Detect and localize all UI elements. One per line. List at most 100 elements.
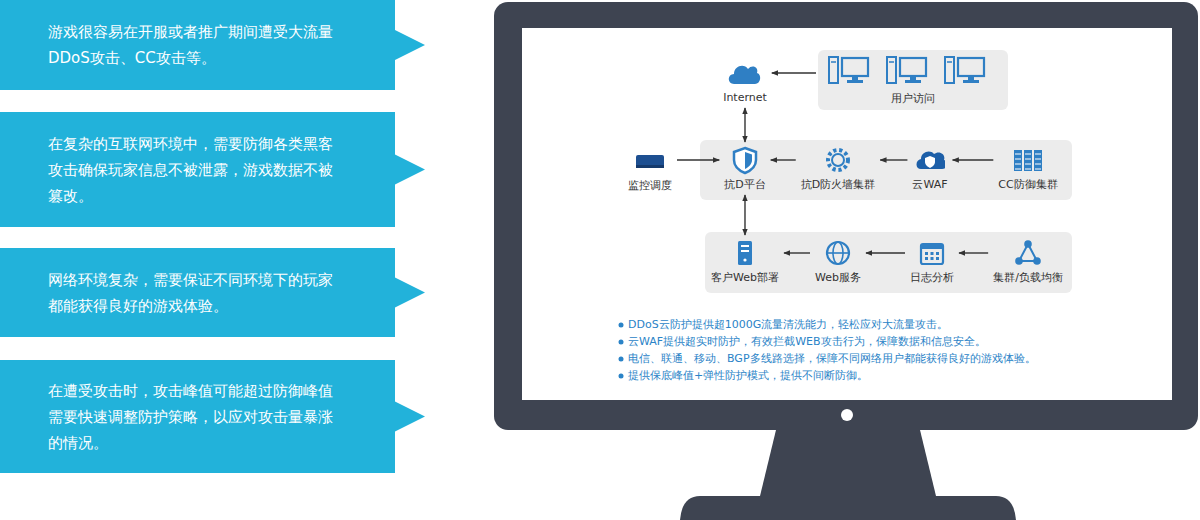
globe-icon (827, 252, 849, 254)
flow-arrow (744, 195, 745, 235)
monitor-neck (760, 430, 936, 496)
computer-icon (900, 58, 926, 76)
computer-icon (831, 61, 836, 63)
service-item: Internet (720, 58, 770, 105)
bullet-note: 电信、联通、移动、BGP多线路选择，保障不同网络用户都能获得良好的游戏体验。 (628, 352, 1036, 366)
computer-icon (905, 80, 921, 83)
calendar-icon (925, 252, 928, 255)
monitor-screen (522, 28, 1172, 400)
computer-icon (910, 76, 916, 80)
service-item: 客户Web部署 (708, 238, 782, 285)
server-rack-icon (1025, 159, 1031, 160)
computer-icon (947, 61, 952, 63)
server-rack-icon (1025, 164, 1031, 165)
server-rack-icon (1035, 154, 1041, 155)
service-item: 抗D防火墙集群 (798, 145, 878, 192)
monitor-frame (494, 2, 1198, 430)
service-item: 云WAF (909, 145, 950, 192)
bullet-dot (619, 374, 624, 379)
computer-icon (829, 57, 868, 83)
server-rack-icon (1034, 150, 1042, 171)
callout-text: 网络环境复杂，需要保证不同环境下的玩家都能获得良好的游戏体验。 (48, 267, 345, 319)
globe-icon (827, 242, 849, 264)
server-rack-icon (1024, 150, 1032, 171)
callout-text: 游戏很容易在开服或者推广期间遭受大流量DDoS攻击、CC攻击等。 (48, 19, 345, 71)
node-icon (823, 145, 853, 175)
callout-text: 在复杂的互联网环境中，需要防御各类黑客攻击确保玩家信息不被泄露，游戏数据不被篡改… (48, 131, 345, 209)
server-rack-icon (1025, 169, 1031, 170)
item-label: 监控调度 (628, 179, 672, 193)
cluster-icon (1033, 257, 1041, 265)
monitor-base (680, 496, 1016, 520)
calendar-icon (936, 252, 939, 255)
calendar-icon (925, 257, 928, 260)
bullet-dot (619, 357, 624, 362)
computer-icon (887, 57, 896, 83)
power-dot (841, 409, 853, 421)
computer-icon (842, 58, 868, 76)
server-rack-icon (1035, 164, 1041, 165)
service-item: 抗D平台 (721, 145, 768, 192)
node-icon (635, 146, 665, 176)
cluster-icon (1024, 240, 1032, 248)
waf-icon (916, 152, 945, 169)
computer-icon (847, 80, 863, 83)
server-rack-icon (1025, 154, 1031, 155)
callout-shape (0, 0, 425, 90)
server-rack-icon (1014, 150, 1022, 171)
band-label: 用户访问 (818, 92, 1008, 106)
flow-arrow (744, 108, 745, 142)
server-rack-icon (1015, 169, 1021, 170)
server-rack-icon (1015, 154, 1021, 155)
callout-box: 在遭受攻击时，攻击峰值可能超过防御峰值需要快速调整防护策略，以应对攻击量暴涨的情… (0, 360, 425, 473)
server-rack-icon (1015, 164, 1021, 165)
gear-icon (832, 154, 844, 166)
server-icon (741, 245, 749, 247)
node-icon (917, 238, 947, 268)
callout-box: 游戏很容易在开服或者推广期间遭受大流量DDoS攻击、CC攻击等。 (0, 0, 425, 90)
node-icon (730, 238, 760, 268)
flow-arrow (677, 159, 719, 160)
calendar-icon (921, 244, 943, 249)
item-label: 日志分析 (910, 271, 954, 285)
item-label: Web服务 (815, 271, 861, 285)
flow-arrow (771, 159, 796, 160)
shield-icon (745, 152, 752, 169)
callout-shape (0, 248, 425, 337)
item-label: 集群/负载均衡 (993, 271, 1063, 285)
service-item: Web服务 (812, 238, 864, 285)
device-icon (636, 165, 664, 168)
bullet-note: 云WAF提供超实时防护，有效拦截WEB攻击行为，保障数据和信息安全。 (628, 335, 986, 349)
bullet-note: DDoS云防护提供超1000G流量清洗能力，轻松应对大流量攻击。 (628, 318, 948, 332)
calendar-icon (936, 257, 939, 260)
cluster-icon (1015, 257, 1023, 265)
node-icon (1013, 145, 1043, 175)
flow-arrow (784, 252, 810, 253)
server-rack-icon (1035, 169, 1041, 170)
computer-icon (945, 57, 984, 83)
bullet-dot (619, 340, 624, 345)
flow-arrow (880, 159, 907, 160)
node-icon (1013, 238, 1043, 268)
computer-icon (968, 76, 974, 80)
callout-shape (0, 0, 425, 90)
node-icon (823, 238, 853, 268)
gear-icon (828, 150, 848, 170)
item-label: Internet (723, 91, 767, 105)
waf-icon (925, 156, 935, 168)
computer-icon (852, 76, 858, 80)
calendar-icon (931, 257, 934, 260)
computer-icon (889, 61, 894, 63)
computer-icon (958, 58, 984, 76)
bullet-dot (619, 323, 624, 328)
callout-shape (0, 360, 425, 473)
server-rack-icon (1035, 159, 1041, 160)
item-label: 抗D平台 (724, 178, 765, 192)
server-rack-icon (1015, 159, 1021, 160)
flow-arrow (866, 252, 905, 253)
callout-box: 在复杂的互联网环境中，需要防御各类黑客攻击确保玩家信息不被泄露，游戏数据不被篡改… (0, 112, 425, 227)
service-item: CC防御集群 (995, 145, 1060, 192)
node-icon (730, 145, 760, 175)
cloud-icon (729, 66, 760, 84)
service-item: 集群/负载均衡 (990, 238, 1066, 285)
